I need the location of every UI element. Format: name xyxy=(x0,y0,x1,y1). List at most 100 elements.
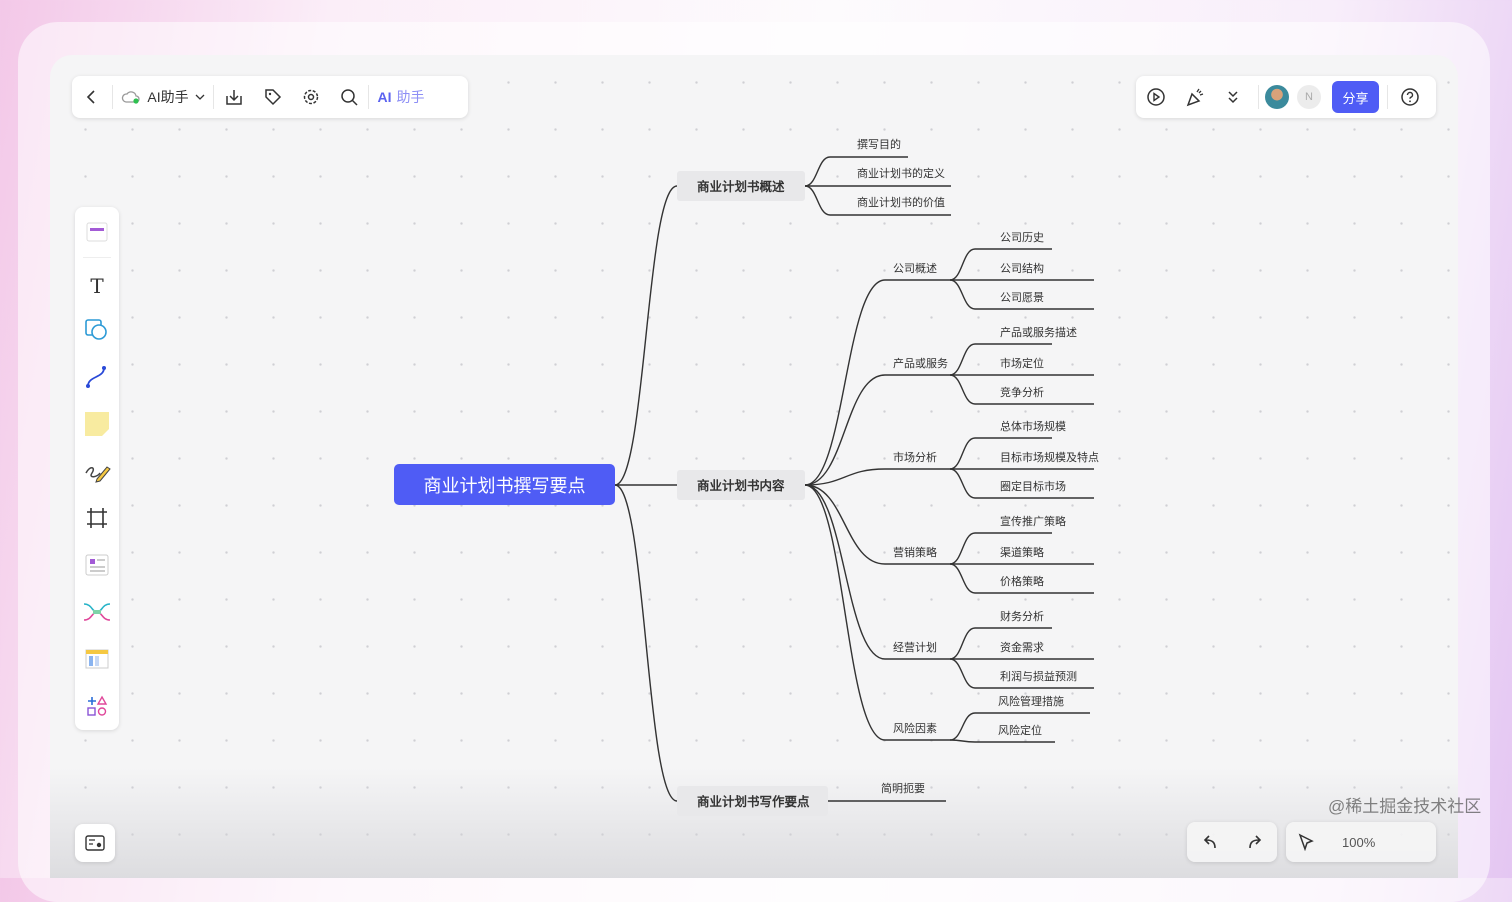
more-tools[interactable] xyxy=(75,682,119,729)
subtopic-label[interactable]: 公司愿景 xyxy=(1000,291,1044,304)
frame-icon xyxy=(87,507,107,528)
subtopic-label[interactable]: 财务分析 xyxy=(1000,609,1044,623)
subtopic-label[interactable]: 圈定目标市场 xyxy=(1000,479,1066,493)
subtopic-label[interactable]: 价格策略 xyxy=(1000,574,1044,588)
doc-title: AI助手 xyxy=(147,89,189,105)
minimap-icon xyxy=(85,835,105,851)
subtopic-label[interactable]: 渠道策略 xyxy=(1000,545,1044,559)
branch-node-label[interactable]: 商业计划书概述 xyxy=(697,179,785,194)
topic-label[interactable]: 风险因素 xyxy=(893,721,937,735)
ai-text: 助手 xyxy=(396,89,425,105)
user-avatar[interactable] xyxy=(1265,85,1289,109)
mindmap-tool[interactable] xyxy=(75,588,119,635)
topic-label[interactable]: 市场分析 xyxy=(893,450,937,464)
connector-icon xyxy=(86,365,106,388)
divider xyxy=(1387,85,1388,109)
subtopic-label[interactable]: 风险管理措施 xyxy=(998,694,1064,708)
doc-title-dropdown[interactable]: AI助手 xyxy=(113,76,213,118)
subtopic-label[interactable]: 市场定位 xyxy=(1000,356,1044,370)
search-button[interactable] xyxy=(330,76,368,118)
party-popper-icon xyxy=(1186,88,1204,107)
root-node[interactable] xyxy=(394,464,615,505)
topic-label[interactable]: 经营计划 xyxy=(893,640,937,654)
cloud-sync-icon xyxy=(122,91,140,104)
table-tool[interactable] xyxy=(75,635,119,682)
subtopic-label[interactable]: 总体市场规模 xyxy=(1000,419,1066,433)
subtopic-label[interactable]: 公司结构 xyxy=(1000,261,1044,275)
subtopic-label[interactable]: 宣传推广策略 xyxy=(1000,514,1066,528)
branch-node[interactable] xyxy=(677,786,828,816)
divider xyxy=(1258,85,1259,109)
present-button[interactable] xyxy=(1136,76,1176,118)
branch-curve xyxy=(804,374,886,486)
settings-button[interactable] xyxy=(292,76,330,118)
text-tool[interactable]: T xyxy=(75,266,119,306)
branch-curve xyxy=(949,468,976,499)
topic-label[interactable]: 商业计划书的定义 xyxy=(857,166,945,180)
pen-tool[interactable] xyxy=(75,447,119,494)
sticky-note-icon xyxy=(85,411,109,436)
branch-curve xyxy=(804,185,831,216)
collaborator-avatar[interactable]: N xyxy=(1297,85,1321,109)
branch-curve xyxy=(949,437,976,470)
topic-label[interactable]: 产品或服务 xyxy=(893,356,948,370)
subtopic-label[interactable]: 公司历史 xyxy=(1000,231,1044,244)
help-button[interactable] xyxy=(1388,76,1432,118)
divider xyxy=(213,85,214,109)
branch-node[interactable] xyxy=(677,470,805,500)
card-tool[interactable] xyxy=(75,541,119,588)
topic-label[interactable]: 商业计划书的价值 xyxy=(857,195,945,209)
frame-tool[interactable] xyxy=(75,494,119,541)
divider xyxy=(368,85,369,109)
sticky-note-tool[interactable] xyxy=(75,400,119,447)
mindmap[interactable]: 商业计划书撰写要点 商业计划书概述 撰写目的商业计划书的定义商业计划书的价值商业计划… xyxy=(0,0,1512,878)
root-node-label[interactable]: 商业计划书撰写要点 xyxy=(424,476,586,496)
topic-label[interactable]: 公司概述 xyxy=(893,262,937,275)
branch-node-label[interactable]: 商业计划书写作要点 xyxy=(697,794,810,809)
redo-icon xyxy=(1248,835,1261,849)
topic-label[interactable]: 营销策略 xyxy=(893,545,937,559)
card-icon xyxy=(85,554,109,575)
divider xyxy=(83,257,111,258)
branch-node-label[interactable]: 商业计划书内容 xyxy=(697,478,785,493)
search-icon xyxy=(341,89,358,106)
subtopic-label[interactable]: 风险定位 xyxy=(998,723,1042,737)
branch-curve xyxy=(804,484,886,565)
table-icon xyxy=(85,649,109,668)
branch-curve xyxy=(949,248,976,281)
celebrate-button[interactable] xyxy=(1176,76,1214,118)
select-tool-button[interactable] xyxy=(1286,822,1326,862)
branch-curve xyxy=(949,374,976,405)
undo-button[interactable] xyxy=(1187,822,1232,862)
topic-label[interactable]: 撰写目的 xyxy=(857,137,901,151)
subtopic-label[interactable]: 资金需求 xyxy=(1000,640,1044,654)
zoom-level[interactable]: 100% xyxy=(1342,834,1376,850)
left-tool-panel: T xyxy=(75,207,119,730)
subtopic-label[interactable]: 产品或服务描述 xyxy=(1000,325,1077,339)
back-button[interactable] xyxy=(72,76,112,118)
tag-button[interactable] xyxy=(254,76,292,118)
shape-tool[interactable] xyxy=(75,306,119,353)
branch-curve xyxy=(949,739,976,743)
connector-tool[interactable] xyxy=(75,353,119,400)
subtopic-label[interactable]: 竞争分析 xyxy=(1000,385,1044,399)
apps-icon xyxy=(87,695,108,716)
more-button[interactable] xyxy=(1214,76,1252,118)
topic-label[interactable]: 简明扼要 xyxy=(881,781,925,795)
shape-icon xyxy=(85,318,107,340)
share-button[interactable]: 分享 xyxy=(1332,81,1379,113)
subtopic-label[interactable]: 目标市场规模及特点 xyxy=(1000,450,1099,464)
branch-node[interactable] xyxy=(677,171,805,201)
download-button[interactable] xyxy=(214,76,254,118)
play-circle-icon xyxy=(1147,88,1165,106)
cursor-icon xyxy=(1298,833,1314,851)
template-tool[interactable] xyxy=(75,215,119,249)
chevron-left-icon xyxy=(86,90,95,104)
template-icon xyxy=(86,222,108,242)
minimap-button[interactable] xyxy=(75,824,115,862)
subtopic-label[interactable]: 利润与损益预测 xyxy=(1000,669,1077,683)
branch-curve xyxy=(949,712,976,741)
redo-button[interactable] xyxy=(1232,822,1277,862)
